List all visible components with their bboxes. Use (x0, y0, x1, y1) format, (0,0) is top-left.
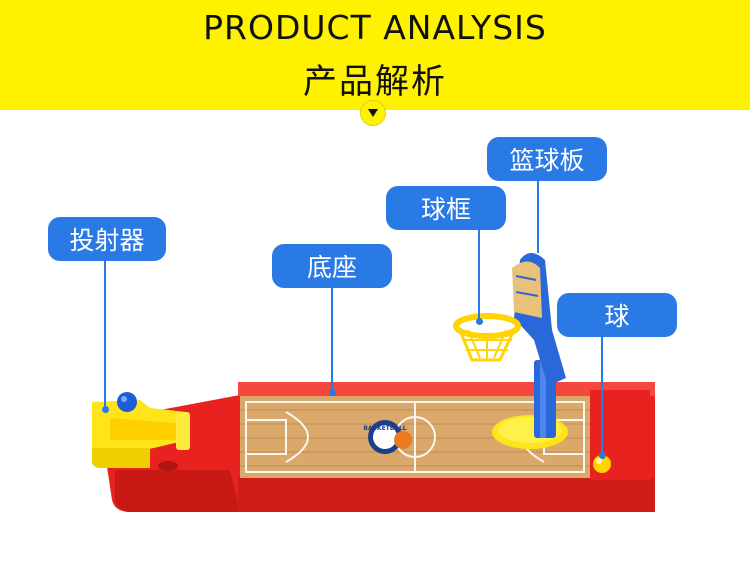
callout-ball: 球 (557, 293, 677, 337)
leader-dot-launcher (101, 406, 109, 413)
callout-launcher: 投射器 (48, 217, 166, 261)
header-banner: PRODUCT ANALYSIS 产品解析 (0, 0, 750, 110)
hoop-assembly (453, 253, 568, 449)
leader-line-hoop (478, 230, 480, 322)
title-english: PRODUCT ANALYSIS (203, 8, 547, 47)
leader-dot-hoop (475, 318, 483, 325)
leader-line-launcher (104, 261, 106, 409)
leader-line-backboard (537, 181, 539, 253)
leader-dot-base (328, 389, 336, 396)
chevron-down-icon (360, 100, 386, 126)
leader-dot-ball (598, 452, 606, 459)
launcher (92, 392, 190, 471)
callout-base: 底座 (272, 244, 392, 288)
court-logo: BASKETBALL (363, 420, 412, 454)
title-chinese: 产品解析 (303, 62, 447, 102)
leader-line-ball (601, 337, 603, 455)
leader-line-base (331, 288, 333, 392)
yellow-ball (593, 455, 611, 473)
callout-hoop: 球框 (386, 186, 506, 230)
callout-backboard: 篮球板 (487, 137, 607, 181)
court-logo-text: BASKETBALL (363, 425, 406, 432)
